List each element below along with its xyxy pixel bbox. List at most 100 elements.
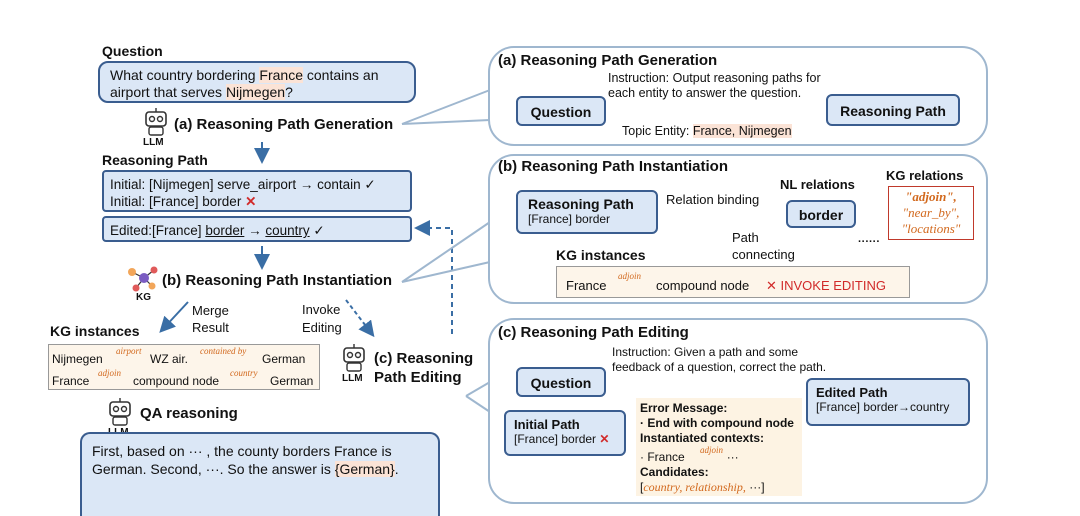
kg-instances-heading: KG instances [50,323,140,339]
answer-line: . [394,461,399,477]
initial-paths-box: Initial: [Nijmegen] serve_airport → cont… [102,170,412,212]
panel-c-instruction: Instruction: Given a path and some [612,345,799,359]
nl-relations-label: NL relations [780,177,855,192]
edited-country: country [265,223,310,238]
error-message-box: Error Message: · End with compound node … [636,398,802,496]
question-entity-france: France [259,67,303,83]
panel-a-instruction: Instruction: Output reasoning paths for [608,71,821,85]
panel-a-question-box: Question [516,96,606,126]
invoke-label: Invoke [302,302,341,317]
instance-node: German [262,352,306,366]
instance-node: WZ air. [150,352,188,366]
invoke-editing-error: ✕ INVOKE EDITING [766,278,886,293]
edited-path-box: Edited:[France] border → country ✓ [102,216,412,242]
answer-value: {German} [334,461,395,477]
robot-icon [145,108,167,136]
edited-border: border [205,223,245,238]
step-b-label: (b) Reasoning Path Instantiation [162,272,393,289]
relation-label: adjoin [618,271,642,281]
initial-path-2: Initial: [France] border [110,194,242,209]
relation-label: airport [116,346,142,356]
answer-line: First, based on ··· , the county borders… [92,443,392,459]
question-text: airport that serves [110,84,226,100]
panel-b-instance-box [556,266,910,298]
kg-label: KG [136,292,151,303]
result-label: Result [192,320,229,335]
instance-node: France [566,278,607,293]
panel-a-reasoning-path-box: Reasoning Path [826,94,960,126]
topic-entity-value: France, Nijmegen [692,124,792,138]
topic-entity: Topic Entity: France, Nijmegen [622,124,792,138]
relation-label: adjoin [700,445,724,455]
merge-label: Merge [192,303,229,318]
llm-label: LLM [143,137,164,148]
initial-path-title: Initial Path [514,417,580,432]
kg-relation-item: "adjoin", [905,189,957,204]
question-text: contains an [302,67,379,83]
kg-relations-label: KG relations [886,168,964,183]
initial-path-value: [France] border [514,432,597,446]
edited-prefix: Edited:[France] [110,223,206,238]
panel-b-rp-value: [France] border [528,212,611,226]
cross-icon: ✕ [245,194,257,209]
check-icon: ✓ [309,223,325,238]
panel-b-title: (b) Reasoning Path Instantiation [498,158,729,175]
kg-instances-box [48,344,320,390]
panel-b-rp-title: Reasoning Path [528,196,634,212]
edited-path-title: Edited Path [816,385,888,400]
kg-relations-box: "adjoin", "near_by", "locations" [888,186,974,240]
relation-binding-label: Relation binding [666,192,760,207]
editing-label: Editing [302,320,342,335]
relation-label: country [230,368,258,378]
panel-b-kg-instances-label: KG instances [556,247,646,263]
panel-c-title: (c) Reasoning Path Editing [498,324,689,341]
initial-path-box: Initial Path [France] border ✕ [504,410,626,456]
edited-path-box: Edited Path [France] border→country [806,378,970,426]
candidates-heading: Candidates: [640,465,709,479]
panel-b-border-box: border [786,200,856,228]
reasoning-path-heading: Reasoning Path [102,152,208,168]
step-c-label: Path Editing [374,369,462,386]
question-text: ? [285,84,293,100]
context-item: · France [640,450,685,464]
candidates-bracket: [ [640,480,644,494]
panel-c-instruction: feedback of a question, correct the path… [612,360,827,374]
error-heading: Error Message: [640,401,728,415]
robot-icon [109,398,131,426]
initial-path-1: Initial: [Nijmegen] serve_airport → cont… [110,177,376,192]
candidates-bracket: ···] [745,480,765,494]
instance-node: German [270,374,314,388]
candidates-list: country, relationship, [643,480,746,494]
robot-icon [343,344,365,372]
question-entity-nijmegen: Nijmegen [225,84,286,100]
path-connecting-label: Path [732,230,759,245]
error-text: · End with compound node [640,416,794,430]
edited-arrow: → [244,223,266,238]
panel-b-reasoning-path-box: Reasoning Path [France] border [516,190,658,234]
question-text: What country bordering [110,67,260,83]
instance-node: compound node [656,278,750,293]
topic-entity-prefix: Topic Entity: [622,124,693,138]
answer-box: First, based on ··· , the county borders… [80,432,440,516]
instance-node: Nijmegen [52,352,103,366]
knowledge-graph-icon [128,266,158,292]
path-connecting-label: connecting [732,247,795,262]
kg-relation-item: "near_by", [902,205,960,220]
cross-icon: ✕ [599,432,610,446]
panel-a-instruction: each entity to answer the question. [608,86,802,100]
instance-node: France [52,374,90,388]
relation-label: adjoin [98,368,122,378]
step-a-label: (a) Reasoning Path Generation [174,116,394,133]
question-heading: Question [102,43,163,59]
panel-a-title: (a) Reasoning Path Generation [498,52,718,69]
ellipsis: ··· [726,450,739,464]
relation-label: contained by [200,346,247,356]
instance-node: compound node [133,374,220,388]
answer-line: German. Second, ···. So the answer is [92,461,335,477]
contexts-heading: Instantiated contexts: [640,431,765,445]
kg-relation-item: "locations" [901,221,961,236]
edited-path-value: [France] border→country [816,400,950,414]
qa-reasoning-label: QA reasoning [140,405,238,422]
ellipsis: ······ [858,236,880,248]
step-c-label: (c) Reasoning [374,350,474,367]
